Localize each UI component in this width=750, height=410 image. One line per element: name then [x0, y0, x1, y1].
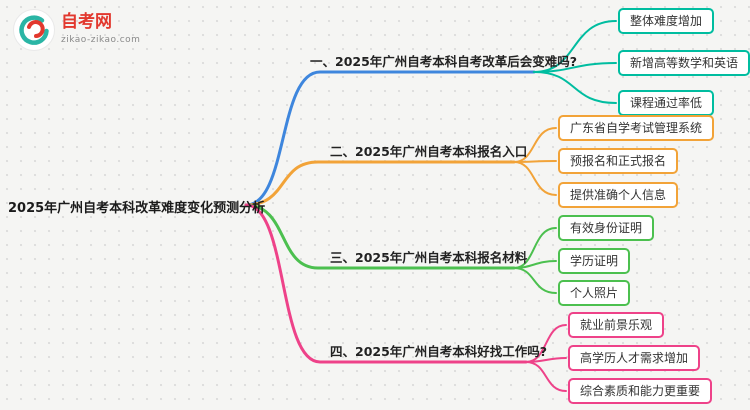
child-node: 就业前景乐观	[568, 312, 665, 338]
child-line	[513, 160, 557, 163]
logo-icon	[13, 9, 55, 51]
child-node: 有效身份证明	[558, 215, 655, 241]
logo-title: 自考网	[61, 12, 112, 32]
child-line	[533, 20, 617, 73]
child-line	[513, 267, 557, 294]
branch-line	[244, 70, 536, 207]
child-node: 课程通过率低	[618, 90, 715, 116]
branch-topic-3: 三、2025年广州自考本科报名材料	[330, 250, 528, 265]
branch-line	[244, 203, 516, 270]
child-line	[513, 161, 557, 196]
branch-topic-1: 一、2025年广州自考本科自考改革后会变难吗?	[310, 54, 578, 69]
child-node: 预报名和正式报名	[558, 148, 679, 174]
root-topic: 2025年广州自考本科改革难度变化预测分析	[8, 201, 266, 216]
child-node: 整体难度增加	[618, 8, 715, 34]
child-node: 学历证明	[558, 248, 631, 274]
child-line	[533, 71, 617, 104]
branch-topic-2: 二、2025年广州自考本科报名入口	[330, 144, 528, 159]
branch-line	[244, 160, 516, 207]
child-node: 新增高等数学和英语	[618, 50, 750, 76]
child-node: 个人照片	[558, 280, 631, 306]
child-node: 综合素质和能力更重要	[568, 378, 713, 404]
child-node: 高学历人才需求增加	[568, 345, 701, 371]
child-node: 提供准确个人信息	[558, 182, 679, 208]
child-node: 广东省自学考试管理系统	[558, 115, 715, 141]
site-logo[interactable]: 自考网 zikao-zikao.com	[12, 8, 140, 52]
logo-subtitle: zikao-zikao.com	[61, 35, 141, 45]
branch-line	[244, 203, 528, 364]
child-line	[525, 361, 567, 392]
branch-topic-4: 四、2025年广州自考本科好找工作吗?	[330, 344, 548, 359]
